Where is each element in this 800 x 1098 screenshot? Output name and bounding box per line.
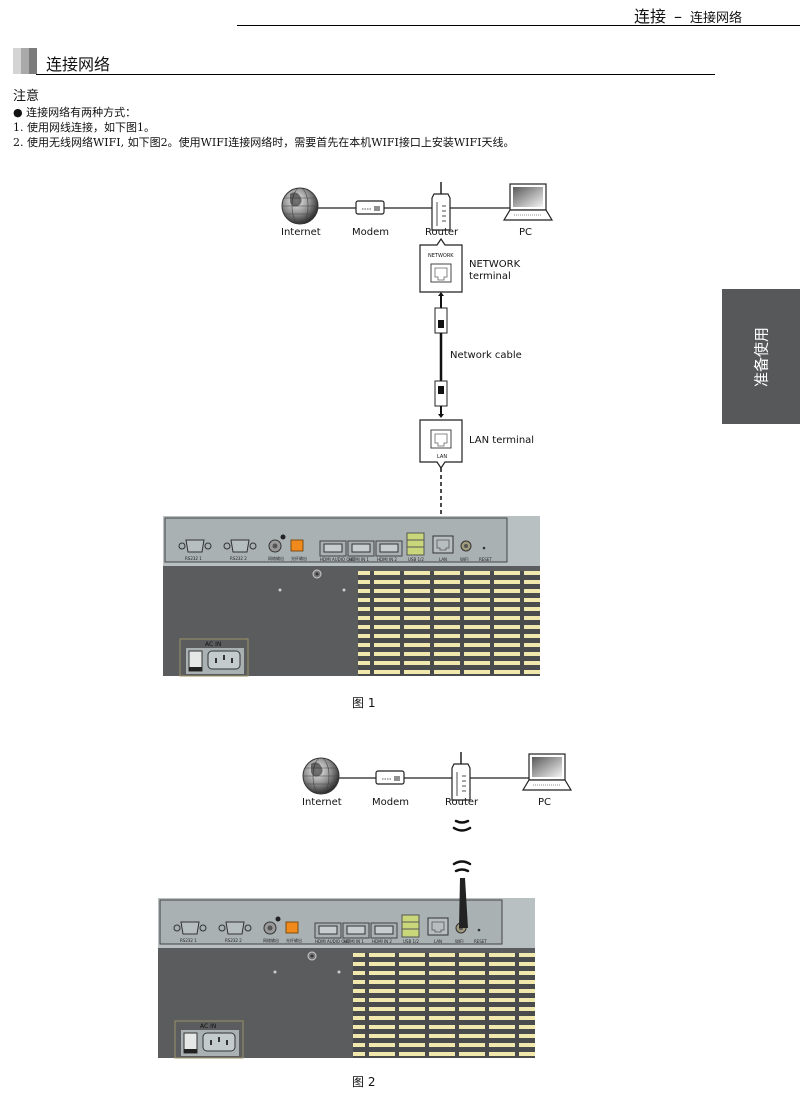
figure2-caption: 图 2 xyxy=(352,1075,376,1089)
wifi-antenna-icon xyxy=(459,878,468,928)
section-rule xyxy=(36,74,715,75)
lan-port-icon xyxy=(430,429,452,449)
section-marker xyxy=(13,48,37,74)
pc-laptop-icon xyxy=(522,753,572,791)
header-section: 连接网络 xyxy=(689,11,742,26)
label-router: Router xyxy=(425,227,459,238)
label-modem: Modem xyxy=(372,797,409,808)
device-rear-panel-1 xyxy=(162,515,541,677)
header-separator: – xyxy=(673,7,682,26)
device-rear-panel-2 xyxy=(157,897,536,1059)
internet-globe-icon xyxy=(302,757,340,795)
network-port-label: NETWORK xyxy=(428,253,454,259)
figure1-caption: 图 1 xyxy=(352,696,376,710)
lan-port-label: LAN xyxy=(437,454,448,460)
label-internet: Internet xyxy=(281,227,321,238)
chapter-side-tab[interactable]: 准备使用 xyxy=(722,289,800,424)
header-rule xyxy=(237,25,800,26)
pc-laptop-icon xyxy=(503,183,553,221)
section-title: 连接网络 xyxy=(46,55,111,74)
figure1-network-chain xyxy=(281,181,553,231)
router-icon xyxy=(431,181,451,231)
header-chapter: 连接 xyxy=(633,7,666,26)
router-icon xyxy=(451,751,471,801)
arrow-up-icon xyxy=(438,292,444,296)
label-pc: PC xyxy=(538,797,552,808)
network-terminal-caption-line2: terminal xyxy=(469,271,511,282)
running-header: 连接–连接网络 xyxy=(634,3,742,27)
internet-globe-icon xyxy=(281,187,319,225)
modem-icon xyxy=(375,770,405,785)
label-internet: Internet xyxy=(302,797,342,808)
note-heading: 注意 xyxy=(13,89,40,104)
network-port-icon xyxy=(430,263,452,283)
note-bullet: ● 连接网络有两种方式： xyxy=(13,106,137,119)
label-modem: Modem xyxy=(352,227,389,238)
modem-icon xyxy=(355,200,385,215)
label-router: Router xyxy=(445,797,479,808)
network-cable-label: Network cable xyxy=(450,350,522,361)
note-item-1: 1. 使用网线连接，如下图1。 xyxy=(13,121,155,134)
lan-terminal-caption: LAN terminal xyxy=(469,435,535,446)
label-pc: PC xyxy=(519,227,533,238)
wifi-signal-device-icon xyxy=(452,860,472,873)
wifi-signal-router-icon xyxy=(452,819,472,832)
arrow-down-icon xyxy=(438,414,444,418)
note-item-2: 2. 使用无线网络WIFI, 如下图2。使用WIFI连接网络时，需要首先在本机W… xyxy=(13,136,515,149)
network-terminal-caption-line1: NETWORK xyxy=(469,259,521,270)
figure2-network-chain xyxy=(302,751,572,801)
